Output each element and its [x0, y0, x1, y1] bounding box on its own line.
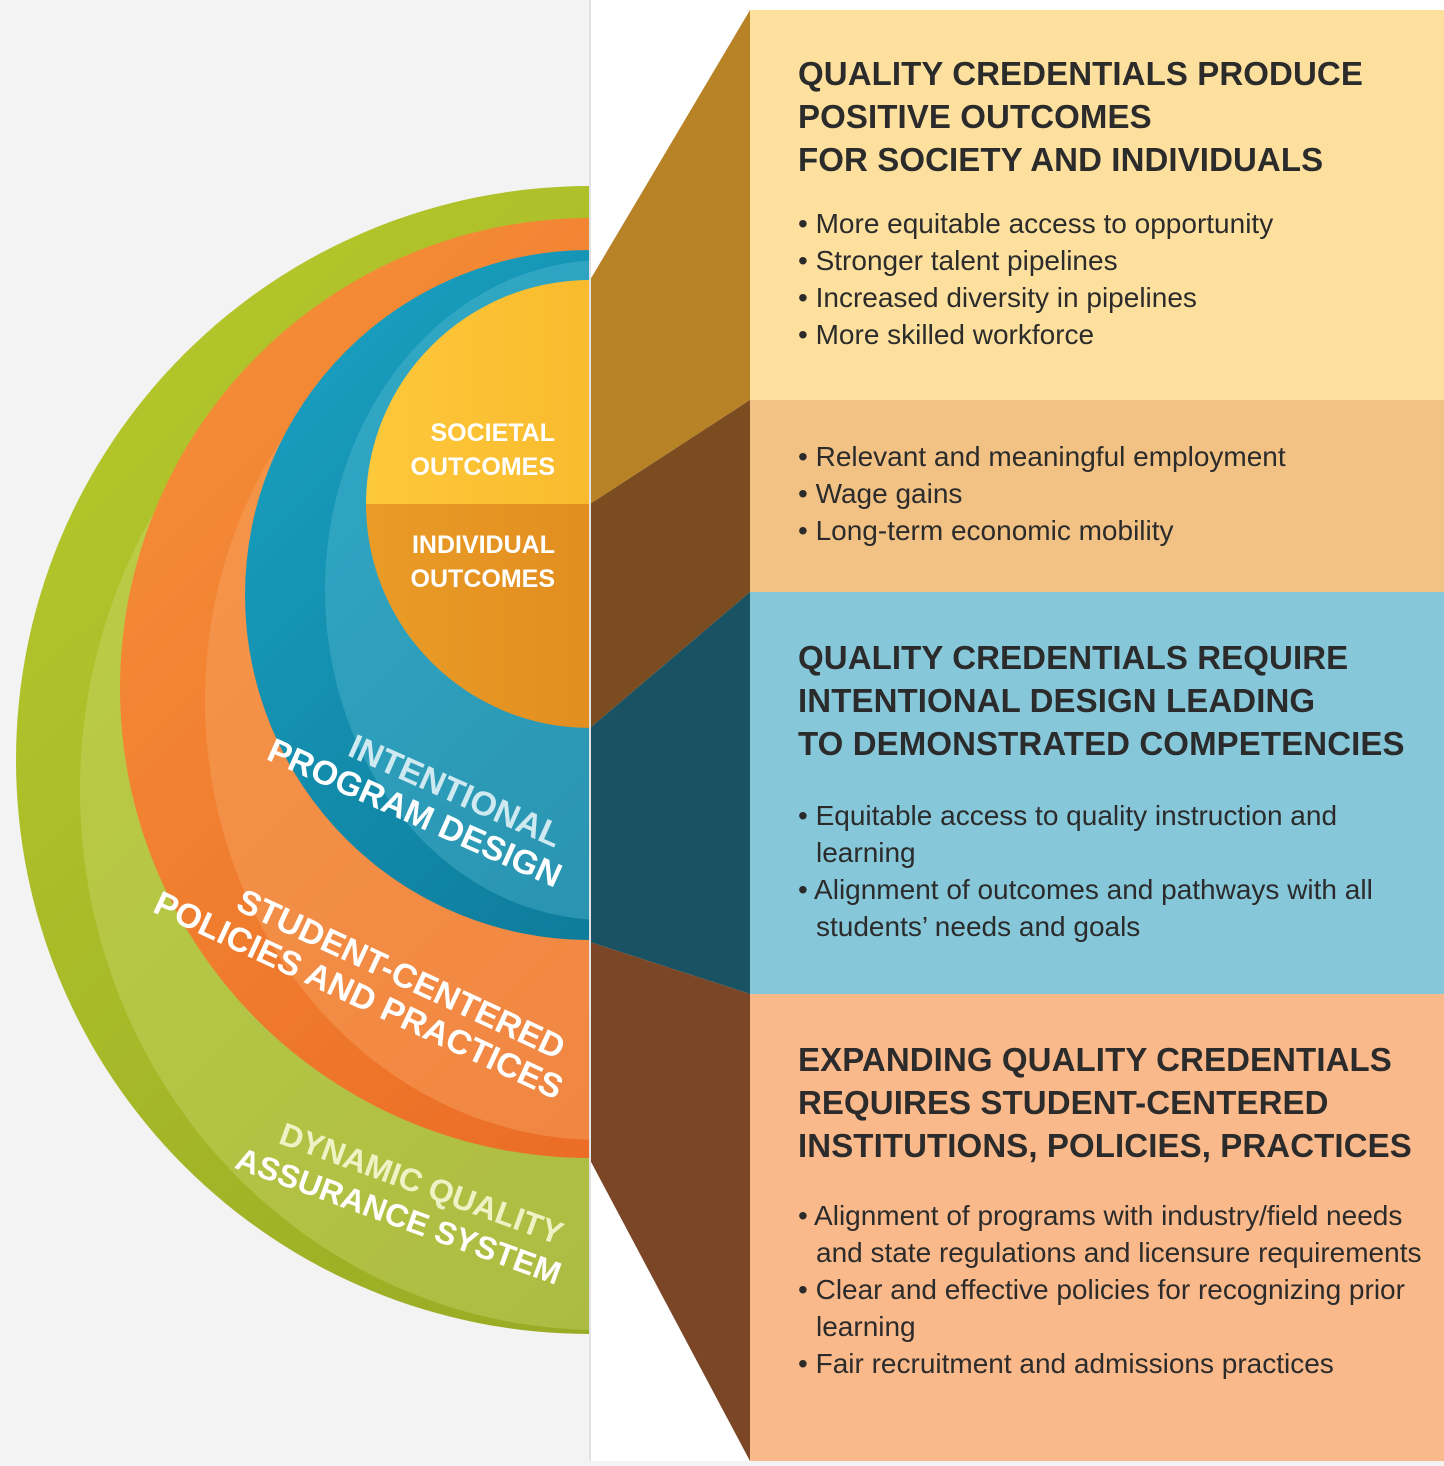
connector-individual: [590, 400, 750, 728]
heading-line: INSTITUTIONS, POLICIES, PRACTICES: [798, 1127, 1412, 1164]
bullet-item: Stronger talent pipelines: [798, 242, 1434, 279]
societal-label-line1: SOCIETAL: [430, 419, 555, 447]
bullet-item: Equitable access to quality instruction …: [798, 797, 1434, 871]
bullet-item: Alignment of outcomes and pathways with …: [798, 871, 1434, 945]
bullet-item: Increased diversity in pipelines: [798, 279, 1434, 316]
panel-student-centered: EXPANDING QUALITY CREDENTIALS REQUIRES S…: [750, 994, 1444, 1461]
panel-student-heading: EXPANDING QUALITY CREDENTIALS REQUIRES S…: [798, 1038, 1434, 1167]
panel-program-heading: QUALITY CREDENTIALS REQUIRE INTENTIONAL …: [798, 636, 1434, 765]
panel-societal-bullets: More equitable access to opportunity Str…: [798, 205, 1434, 353]
bullet-item: Long-term economic mobility: [798, 512, 1434, 549]
connector-program: [590, 592, 750, 994]
bullet-item: Fair recruitment and admissions practice…: [798, 1345, 1434, 1382]
panel-program-bullets: Equitable access to quality instruction …: [798, 797, 1434, 945]
panel-student-bullets: Alignment of programs with industry/fiel…: [798, 1197, 1434, 1382]
heading-line: INTENTIONAL DESIGN LEADING: [798, 682, 1316, 719]
bullet-item: More equitable access to opportunity: [798, 205, 1434, 242]
individual-label-line1: INDIVIDUAL: [412, 531, 555, 559]
societal-label-line2: OUTCOMES: [411, 453, 555, 481]
bullet-item: Clear and effective policies for recogni…: [798, 1271, 1434, 1345]
connector-policies: [590, 942, 750, 1461]
panel-individual-bullets: Relevant and meaningful employment Wage …: [798, 438, 1434, 549]
center-societal-half: [366, 280, 590, 504]
panel-societal-outcomes: QUALITY CREDENTIALS PRODUCE POSITIVE OUT…: [750, 10, 1444, 400]
heading-line: EXPANDING QUALITY CREDENTIALS: [798, 1041, 1392, 1078]
heading-line: QUALITY CREDENTIALS REQUIRE: [798, 639, 1349, 676]
bullet-item: More skilled workforce: [798, 316, 1434, 353]
individual-label-line2: OUTCOMES: [411, 565, 555, 593]
heading-line: FOR SOCIETY AND INDIVIDUALS: [798, 141, 1324, 178]
bullet-item: Relevant and meaningful employment: [798, 438, 1434, 475]
bullet-item: Alignment of programs with industry/fiel…: [798, 1197, 1434, 1271]
heading-line: QUALITY CREDENTIALS PRODUCE: [798, 55, 1363, 92]
center-individual-half: [366, 504, 590, 728]
panel-program-design: QUALITY CREDENTIALS REQUIRE INTENTIONAL …: [750, 592, 1444, 994]
bullet-item: Wage gains: [798, 475, 1434, 512]
heading-line: POSITIVE OUTCOMES: [798, 98, 1152, 135]
panel-individual-outcomes: Relevant and meaningful employment Wage …: [750, 400, 1444, 592]
connector-societal: [590, 10, 750, 504]
heading-line: REQUIRES STUDENT-CENTERED: [798, 1084, 1329, 1121]
heading-line: TO DEMONSTRATED COMPETENCIES: [798, 725, 1405, 762]
panel-societal-heading: QUALITY CREDENTIALS PRODUCE POSITIVE OUT…: [798, 52, 1434, 181]
